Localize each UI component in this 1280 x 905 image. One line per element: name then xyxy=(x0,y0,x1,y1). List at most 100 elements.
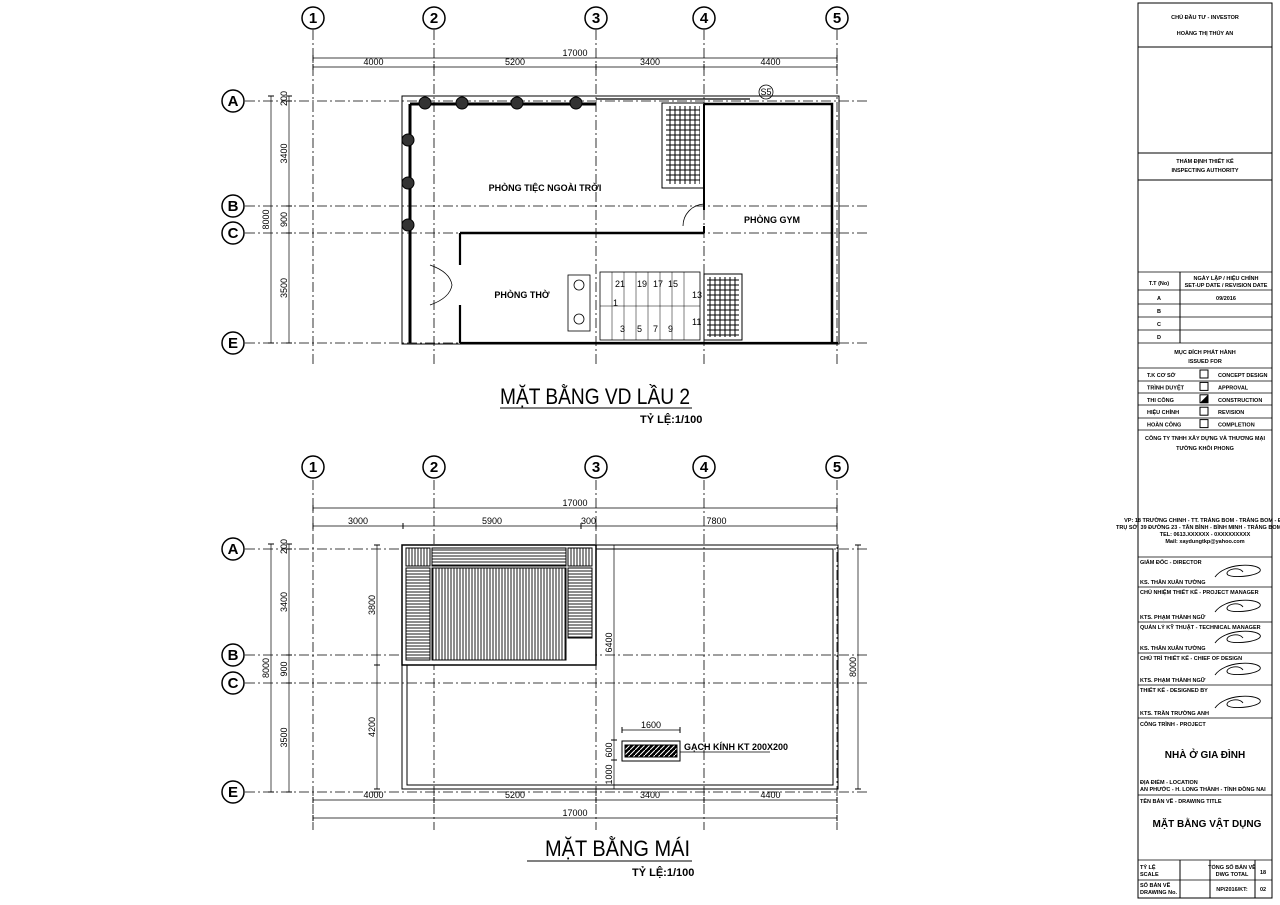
signature-icon xyxy=(1214,630,1261,644)
issued-for-en: CONCEPT DESIGN xyxy=(1218,373,1268,379)
issued-for-en: APPROVAL xyxy=(1218,385,1249,391)
dwgno-label-en: DRAWING No. xyxy=(1140,890,1177,896)
grid-bubble xyxy=(221,643,245,667)
drawing-title: MẶT BẰNG VẬT DỤNG xyxy=(1153,817,1262,830)
company-address-line: TEL: 0613.XXXXXX - 0XXXXXXXXX xyxy=(1160,532,1251,538)
issued-label-en: ISSUED FOR xyxy=(1188,359,1222,365)
dim-span: 4400 xyxy=(760,57,780,67)
revision-date: 09/2016 xyxy=(1216,296,1236,302)
staff-name: KTS. PHẠM THÀNH NGỮ xyxy=(1140,677,1206,684)
glass-brick-label: GẠCH KÍNH KT 200X200 xyxy=(684,742,788,752)
stair-step-number: 1 xyxy=(613,298,618,308)
stair-step-number: 21 xyxy=(615,279,625,289)
issued-for-en: COMPLETION xyxy=(1218,423,1255,429)
grid-label-col: 5 xyxy=(833,10,841,27)
dim-span: 4000 xyxy=(363,57,383,67)
staff-name: KTS. PHẠM THÀNH NGỮ xyxy=(1140,614,1206,621)
company-name-1: CÔNG TY TNHH XÂY DỰNG VÀ THƯƠNG MẠI xyxy=(1145,434,1265,442)
roof-plan-scale: TỶ LỆ:1/100 xyxy=(632,866,694,879)
inspect-label-en: INSPECTING AUTHORITY xyxy=(1171,168,1238,174)
dim-span: 3400 xyxy=(279,592,289,612)
planter-icon xyxy=(569,96,583,110)
title-block: CHỦ ĐẦU TƯ - INVESTOR HOÀNG THỊ THÚY AN … xyxy=(1116,2,1280,899)
planter-icon xyxy=(401,218,415,232)
door-swing-gym xyxy=(682,203,705,227)
grid-bubble xyxy=(825,6,849,30)
upper-floor-plan xyxy=(401,84,840,345)
room-label-party: PHÒNG TIỆC NGOÀI TRỜI xyxy=(489,182,602,193)
scale-label-vi: TỶ LỆ xyxy=(1140,863,1156,871)
tag-label: S5 xyxy=(760,87,771,97)
dim-1600: 1600 xyxy=(641,720,661,730)
dim-span: 200 xyxy=(279,91,289,106)
stair-step-number: 9 xyxy=(668,324,673,334)
upper-plan-title: MẶT BẰNG VD LẦU 2 xyxy=(500,384,690,409)
signature-icon xyxy=(1214,599,1261,613)
grid-label-col: 4 xyxy=(700,459,709,476)
planter-icon xyxy=(418,96,432,110)
project-name: NHÀ Ở GIA ĐÌNH xyxy=(1165,748,1245,761)
dim-total: 17000 xyxy=(562,808,587,818)
issued-for-vi: TRÌNH DUYỆT xyxy=(1147,383,1185,391)
wall-gym xyxy=(704,102,834,343)
dim-1000: 1000 xyxy=(604,764,614,784)
grid-bubble xyxy=(825,455,849,479)
rev-col-date-vi: NGÀY LẬP / HIỆU CHỈNH xyxy=(1194,274,1259,282)
issued-for-checkbox[interactable] xyxy=(1199,369,1209,379)
door-swing-worship xyxy=(429,264,453,306)
louver-corner xyxy=(405,547,431,567)
grid-label-col: 1 xyxy=(309,10,317,27)
dwgno-label-vi: SỐ BẢN VẼ xyxy=(1140,882,1171,889)
dim-span: 200 xyxy=(279,539,289,554)
issued-for-checkbox[interactable] xyxy=(1199,419,1209,429)
grid-bubble xyxy=(301,455,325,479)
altar xyxy=(567,274,591,332)
total-value: 18 xyxy=(1260,870,1266,876)
dim-span: 4400 xyxy=(760,790,780,800)
location-label: ĐỊA ĐIỂM - LOCATION xyxy=(1140,779,1198,786)
staff-role: QUẢN LÝ KỸ THUẬT - TECHNICAL MANAGER xyxy=(1140,624,1261,631)
altar-urn xyxy=(573,313,585,325)
stair-step-number: 15 xyxy=(668,279,678,289)
dwgno-code: NP/2016/KT: xyxy=(1216,887,1248,893)
staff-role: CHỦ TRÌ THIẾT KẾ - CHIEF OF DESIGN xyxy=(1140,654,1242,662)
grid-label-col: 2 xyxy=(430,10,438,27)
rev-col-date-en: SET-UP DATE / REVISION DATE xyxy=(1185,283,1268,289)
dim-total: 17000 xyxy=(562,498,587,508)
tag-circle xyxy=(758,84,774,100)
grid-label-col: 5 xyxy=(833,459,841,476)
grid-bubble xyxy=(221,537,245,561)
company-name-2: TƯỜNG KHÔI PHONG xyxy=(1176,444,1234,452)
dim-span: 3400 xyxy=(279,143,289,163)
rev-col-no: T.T (No) xyxy=(1149,281,1169,287)
room-label-worship: PHÒNG THỜ xyxy=(494,289,550,300)
dim-total: 8000 xyxy=(261,209,271,229)
issued-for-en: REVISION xyxy=(1218,410,1244,416)
upper-plan-scale: TỶ LỆ:1/100 xyxy=(640,413,702,426)
stair-step-number: 19 xyxy=(637,279,647,289)
grid-label-row: A xyxy=(228,93,239,110)
issued-for-checkbox[interactable] xyxy=(1199,406,1209,416)
issued-for-checkbox[interactable] xyxy=(1199,381,1209,391)
planter-icon xyxy=(510,96,524,110)
louver-corner xyxy=(567,547,593,567)
company-address-line: VP: 18 TRƯỜNG CHINH - TT. TRẢNG BOM - TR… xyxy=(1124,516,1280,524)
stair-step-number: 13 xyxy=(692,290,702,300)
louver-right xyxy=(567,567,593,639)
revision-no: B xyxy=(1157,309,1161,315)
grid-label-col: 2 xyxy=(430,459,438,476)
grid-bubble xyxy=(584,6,608,30)
investor-name: HOÀNG THỊ THÚY AN xyxy=(1177,30,1234,37)
planter-icon xyxy=(401,176,415,190)
roof-outline xyxy=(401,544,839,790)
issued-for-vi: THI CÔNG xyxy=(1147,396,1174,404)
issued-for-vi: HIỆU CHỈNH xyxy=(1147,408,1179,416)
grid-bubble xyxy=(301,6,325,30)
dim-inner: 3800 xyxy=(367,595,377,615)
issued-for-en: CONSTRUCTION xyxy=(1218,398,1262,404)
staff-name: KS. THÂN XUÂN TƯỜNG xyxy=(1140,578,1205,586)
dim-span: 5200 xyxy=(505,57,525,67)
